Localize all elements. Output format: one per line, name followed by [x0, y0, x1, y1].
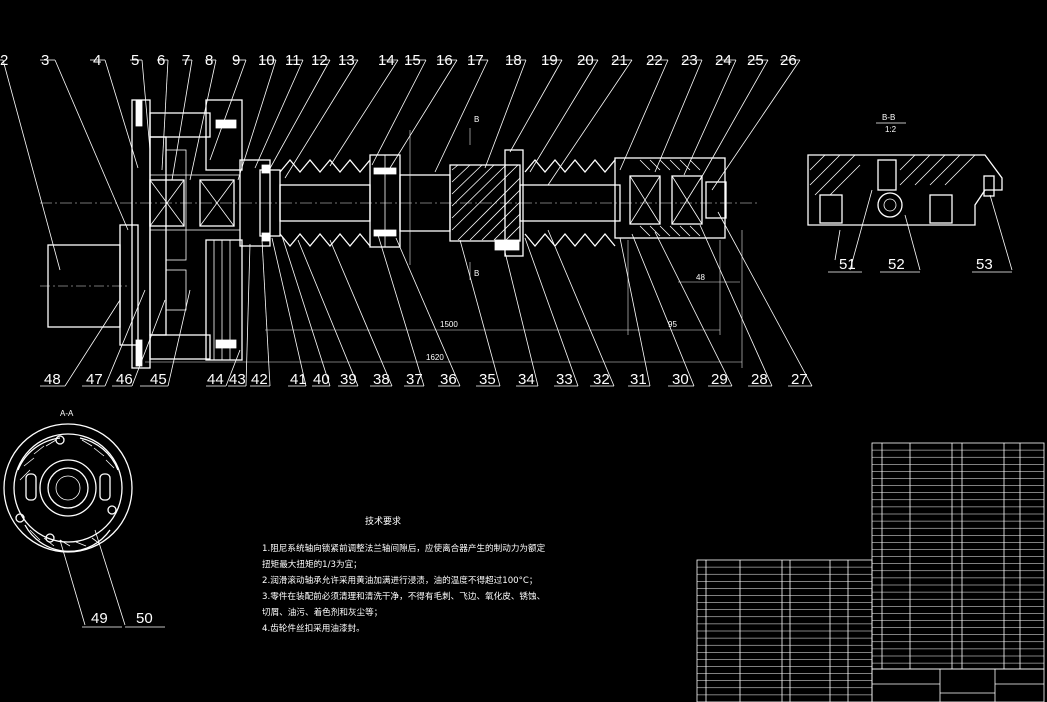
label-48: 48 [44, 371, 61, 388]
label-13: 13 [338, 52, 355, 69]
label-44: 44 [207, 371, 224, 388]
label-19: 19 [541, 52, 558, 69]
label-50: 50 [136, 610, 153, 627]
main-assembly [40, 99, 760, 369]
dim-95: 95 [668, 320, 677, 329]
label-20: 20 [577, 52, 594, 69]
label-45: 45 [150, 371, 167, 388]
section-aa: A-A 49 50 [3, 409, 165, 628]
requirement-4: 4.齿轮件丝扣采用油漆封。 [262, 624, 365, 634]
leader-lines-top [0, 59, 801, 271]
requirement-2: 2.润滑滚动轴承允许采用黄油加满进行浸渍，油的温度不得超过100°C； [262, 576, 538, 586]
dim-1620: 1620 [426, 353, 444, 362]
label-7: 7 [182, 52, 190, 69]
label-23: 23 [681, 52, 698, 69]
label-26: 26 [780, 52, 797, 69]
label-6: 6 [157, 52, 165, 69]
parts-list-rows [697, 449, 1044, 696]
label-46: 46 [116, 371, 133, 388]
label-51: 51 [839, 256, 856, 273]
label-33: 33 [556, 371, 573, 388]
label-34: 34 [518, 371, 535, 388]
label-10: 10 [258, 52, 275, 69]
label-43: 43 [229, 371, 246, 388]
label-12: 12 [311, 52, 328, 69]
label-47: 47 [86, 371, 103, 388]
label-35: 35 [479, 371, 496, 388]
label-8: 8 [205, 52, 213, 69]
requirements-title: 技术要求 [365, 517, 402, 527]
label-52: 52 [888, 256, 905, 273]
section-bb-title: B-B [882, 113, 895, 122]
cut-marker-b-top: B [474, 115, 479, 124]
label-40: 40 [313, 371, 330, 388]
label-28: 28 [751, 371, 768, 388]
part-labels-top: 2 3 4 5 6 7 8 9 10 11 12 13 14 15 16 17 … [0, 52, 797, 69]
label-38: 38 [373, 371, 390, 388]
dim-1500: 1500 [440, 320, 458, 329]
label-11: 11 [285, 52, 301, 69]
label-18: 18 [505, 52, 522, 69]
label-4: 4 [93, 52, 101, 69]
requirement-1: 1.阻尼系统轴向锁紧前调整法兰轴间隙后，应使离合器产生的制动力为额定扭矩最大扭矩… [262, 544, 546, 570]
requirement-3: 3.零件在装配前必须清理和清洗干净，不得有毛刺、飞边、氧化皮、锈蚀、切屑、油污、… [262, 592, 546, 618]
label-53: 53 [976, 256, 993, 273]
label-36: 36 [440, 371, 457, 388]
cut-marker-b-bottom: B [474, 269, 479, 278]
label-5: 5 [131, 52, 139, 69]
label-21: 21 [611, 52, 628, 69]
label-49: 49 [91, 610, 108, 627]
section-bb: B-B 1:2 51 52 53 [807, 113, 1013, 273]
section-aa-title: A-A [60, 409, 74, 418]
label-29: 29 [711, 371, 728, 388]
leader-lines-bottom [40, 211, 813, 387]
label-25: 25 [747, 52, 764, 69]
label-30: 30 [672, 371, 689, 388]
label-16: 16 [436, 52, 453, 69]
label-31: 31 [630, 371, 647, 388]
label-3: 3 [41, 52, 49, 69]
section-bb-scale: 1:2 [885, 125, 897, 134]
label-22: 22 [646, 52, 663, 69]
label-9: 9 [232, 52, 240, 69]
label-14: 14 [378, 52, 395, 69]
label-39: 39 [340, 371, 357, 388]
label-2: 2 [0, 52, 8, 69]
label-27: 27 [791, 371, 808, 388]
label-32: 32 [593, 371, 610, 388]
label-24: 24 [715, 52, 732, 69]
label-15: 15 [404, 52, 421, 69]
part-labels-bottom: 48 47 46 45 44 43 42 41 40 39 38 37 36 3… [44, 371, 808, 388]
label-17: 17 [467, 52, 484, 69]
label-42: 42 [251, 371, 268, 388]
label-37: 37 [406, 371, 423, 388]
label-41: 41 [290, 371, 307, 388]
dim-48: 48 [696, 273, 705, 282]
